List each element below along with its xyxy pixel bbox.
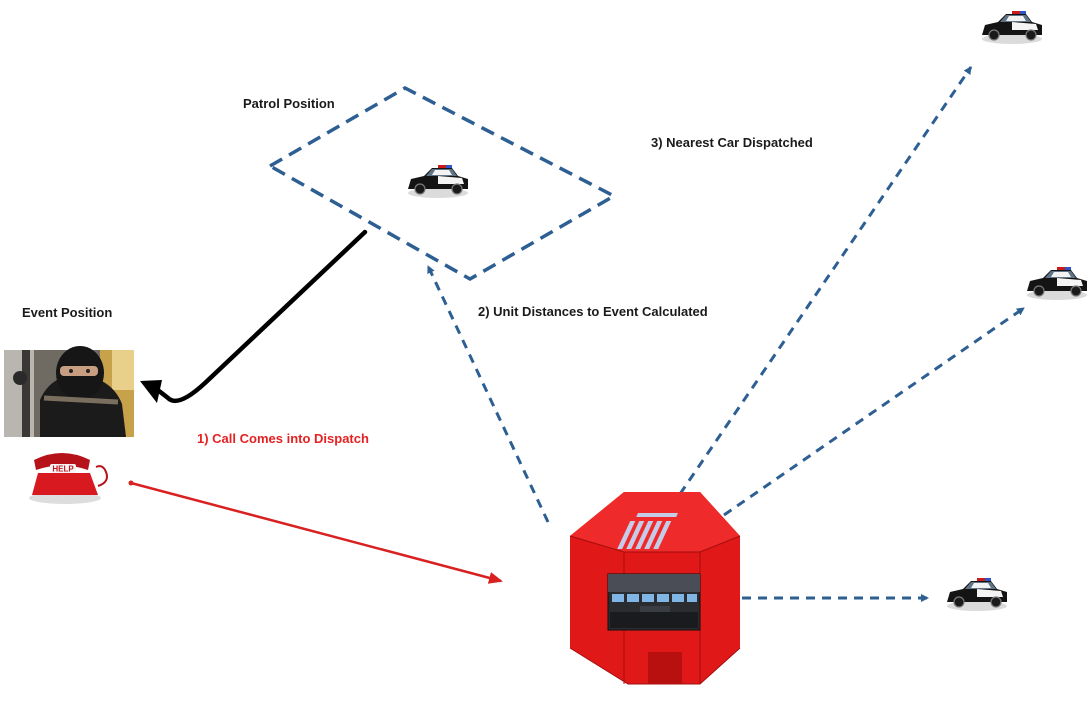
step1-call-label: 1) Call Comes into Dispatch [197,431,369,446]
police-car-icon [1026,266,1088,301]
step3-dispatch-label: 3) Nearest Car Dispatched [651,135,813,150]
phone-help-text: HELP [52,465,74,474]
burglar-photo [4,346,134,437]
patrol-position-label: Patrol Position [243,96,335,111]
police-car-icon [407,164,469,199]
event-position-label: Event Position [22,305,113,320]
police-car-icon [946,577,1008,612]
police-car-icon [981,10,1043,45]
red-arrow-call-to-dispatch [130,481,503,584]
black-arrowhead [140,380,162,403]
step2-distance-label: 2) Unit Distances to Event Calculated [478,304,708,319]
red-help-phone-icon: HELP [29,453,108,504]
dashed-arrow-to-car-top [678,66,973,495]
black-arrow-to-event [147,229,368,404]
dispatch-center-building-icon [569,492,741,685]
dashed-arrow-to-car-right [723,306,1025,517]
